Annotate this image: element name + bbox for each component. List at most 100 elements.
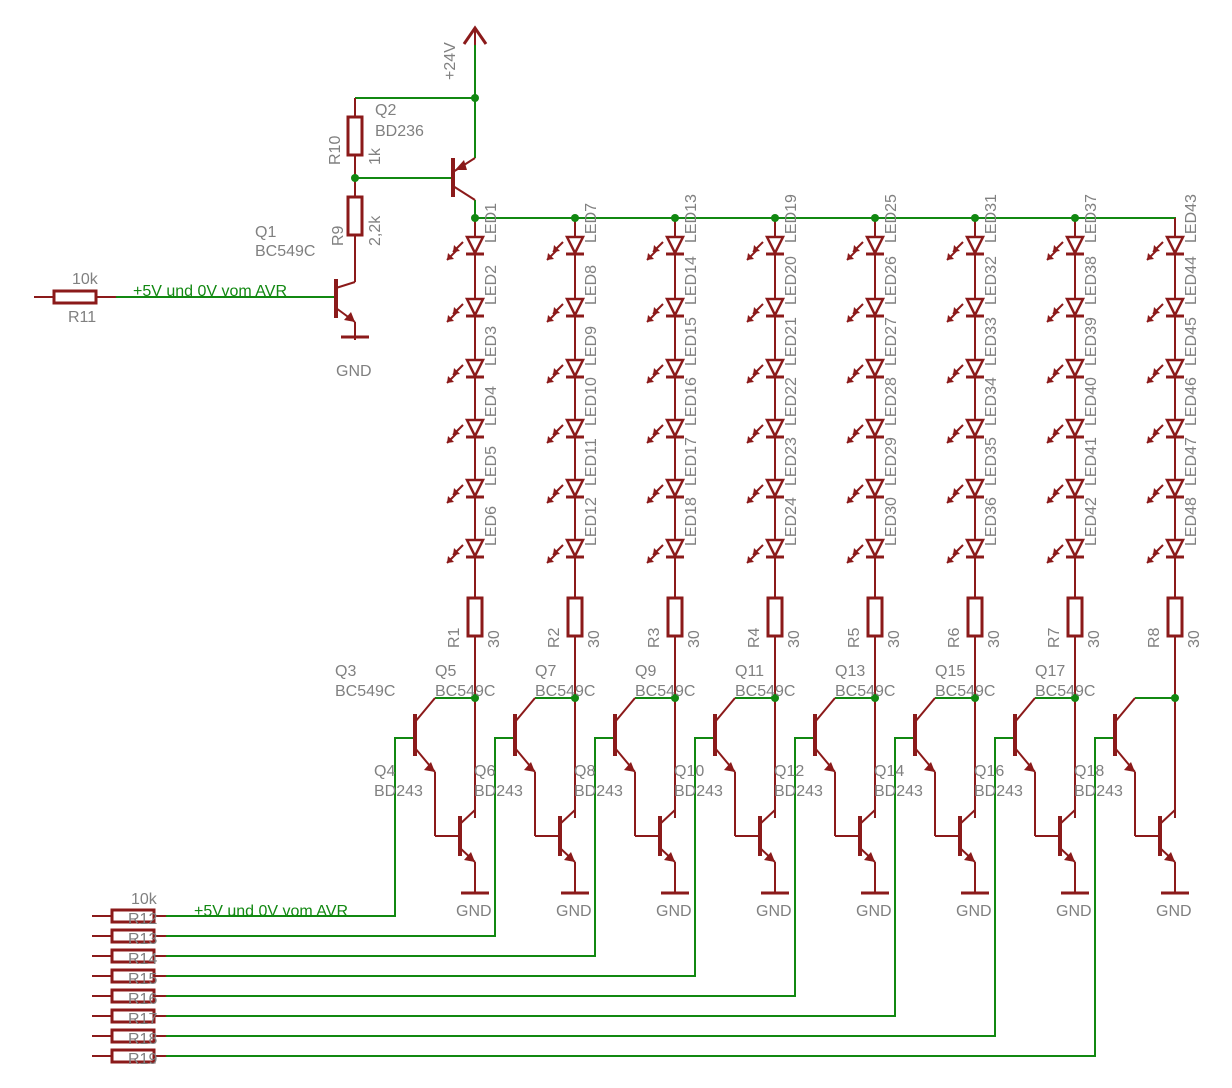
led-ray-arrow	[947, 315, 954, 322]
q-power-value: BD243	[374, 783, 423, 800]
resistor-value: 30	[686, 630, 703, 648]
transistor-emitter-arrow	[564, 852, 575, 862]
resistor-value: 30	[1086, 630, 1103, 648]
led-ray-arrow	[647, 315, 654, 322]
gnd-label-q1: GND	[336, 363, 372, 380]
led-label: LED48	[1183, 497, 1200, 546]
led-ray-arrow	[947, 496, 954, 503]
base-resistor-name: R18	[128, 1031, 157, 1048]
q-small-name: Q5	[435, 663, 456, 680]
led-label: LED33	[983, 317, 1000, 366]
transistor-collector	[714, 697, 736, 723]
led-diode-triangle	[1164, 478, 1186, 499]
led-label: LED30	[883, 497, 900, 546]
led-ray-arrow	[947, 253, 954, 260]
led-diode-triangle	[864, 235, 886, 256]
resistor-name: R3	[646, 627, 663, 648]
led-diode-triangle	[1064, 297, 1086, 318]
junction-dot	[671, 694, 679, 702]
led-diode-triangle	[664, 358, 686, 379]
q-power-name: Q12	[774, 763, 804, 780]
junction-dot	[351, 174, 359, 182]
led-ray-arrow	[453, 307, 460, 314]
led-ray-arrow	[653, 548, 660, 555]
junction-dot	[971, 694, 979, 702]
wire-base-drive	[166, 737, 813, 997]
led-ray-arrow	[747, 496, 754, 503]
led-ray-arrow	[1147, 253, 1154, 260]
led-ray-arrow	[753, 368, 760, 375]
transistor-emitter-arrow	[964, 852, 975, 862]
q-small-name: Q7	[535, 663, 556, 680]
wire-base-drive	[166, 737, 1013, 1037]
resistor-body	[346, 195, 364, 237]
junction-dot	[871, 214, 879, 222]
led-diode-triangle	[664, 297, 686, 318]
led-ray-arrow	[953, 368, 960, 375]
resistor-value: 30	[786, 630, 803, 648]
junctions-layer	[351, 94, 1179, 702]
led-ray-arrow	[447, 253, 454, 260]
q1-name: Q1	[255, 224, 276, 241]
supply-arrow	[462, 25, 488, 45]
led-ray-arrow	[647, 253, 654, 260]
q-power-name: Q16	[974, 763, 1004, 780]
led-ray-arrow	[747, 436, 754, 443]
q-small-value: BC549C	[435, 683, 495, 700]
transistor-emitter-arrow	[664, 852, 675, 862]
base-resistor-name: R19	[128, 1051, 157, 1068]
led-diode-triangle	[664, 418, 686, 439]
led-label: LED22	[783, 377, 800, 426]
led-ray-arrow	[953, 488, 960, 495]
q-small-value: BC549C	[335, 683, 395, 700]
r10-name: R10	[327, 136, 344, 165]
led-ray-arrow	[653, 428, 660, 435]
resistor-value: 30	[1186, 630, 1203, 648]
led-diode-triangle	[1164, 297, 1186, 318]
transistor-emitter-arrow	[1164, 852, 1175, 862]
transistor-collector	[1114, 697, 1136, 723]
transistor-collector	[814, 697, 836, 723]
led-ray-arrow	[953, 548, 960, 555]
led-label: LED32	[983, 256, 1000, 305]
led-diode-triangle	[1064, 418, 1086, 439]
led-ray-arrow	[847, 315, 854, 322]
led-diode-triangle	[964, 235, 986, 256]
led-ray-arrow	[847, 436, 854, 443]
resistor-name: R7	[1046, 627, 1063, 648]
resistor-body	[52, 289, 98, 305]
q-small-value: BC549C	[635, 683, 695, 700]
led-ray-arrow	[1047, 315, 1054, 322]
led-diode-triangle	[864, 297, 886, 318]
transistor-collector	[759, 809, 776, 825]
led-label: LED26	[883, 256, 900, 305]
led-label: LED13	[683, 194, 700, 243]
led-diode-triangle	[1064, 538, 1086, 559]
q-power-name: Q4	[374, 763, 395, 780]
q2-value: BD236	[375, 123, 424, 140]
led-ray-arrow	[647, 376, 654, 383]
wire-base-drive	[166, 737, 713, 977]
gnd-label: GND	[656, 903, 692, 920]
resistor-body	[1066, 596, 1084, 638]
gnd-label: GND	[1056, 903, 1092, 920]
led-ray-arrow	[653, 245, 660, 252]
resistor-name: R5	[846, 627, 863, 648]
led-ray-arrow	[853, 307, 860, 314]
led-ray-arrow	[1047, 376, 1054, 383]
led-label: LED35	[983, 437, 1000, 486]
transistor-collector	[614, 697, 636, 723]
led-ray-arrow	[647, 436, 654, 443]
base-resistor-name: R14	[128, 951, 157, 968]
led-label: LED4	[483, 386, 500, 426]
wire-base-drive	[166, 737, 413, 917]
led-ray-arrow	[953, 428, 960, 435]
led-ray-arrow	[1053, 368, 1060, 375]
led-label: LED42	[1083, 497, 1100, 546]
led-diode-triangle	[964, 478, 986, 499]
led-diode-triangle	[764, 538, 786, 559]
transistor-emitter-arrow	[864, 852, 875, 862]
led-ray-arrow	[853, 368, 860, 375]
q-power-value: BD243	[574, 783, 623, 800]
led-ray-arrow	[547, 315, 554, 322]
